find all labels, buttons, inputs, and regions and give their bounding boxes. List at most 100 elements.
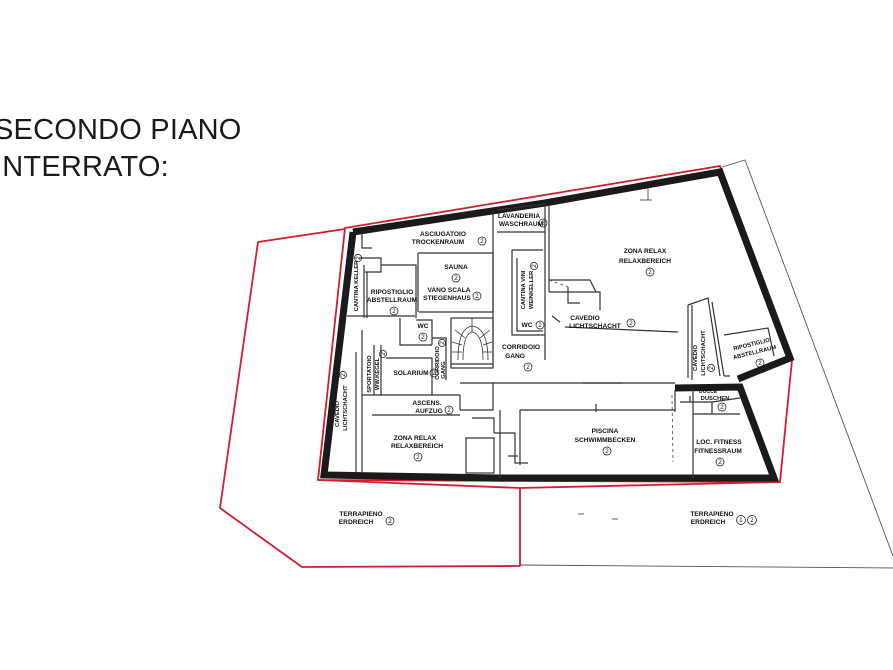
room-loc-fitness: LOC. FITNESS FITNESSRAUM 2 bbox=[694, 439, 742, 467]
room-label: CANTINA VINI bbox=[521, 270, 527, 309]
room-number: 2 bbox=[480, 238, 484, 245]
room-label: VANO SCALA bbox=[427, 287, 470, 294]
stair-treads bbox=[451, 318, 493, 361]
room-label: ZONA RELAX bbox=[624, 248, 667, 255]
room-number: 1 bbox=[739, 517, 743, 524]
room-label: CANTINA KELLER bbox=[354, 260, 360, 311]
room-label: ASCENS. bbox=[412, 400, 441, 407]
room-label: SAUNA bbox=[444, 264, 468, 271]
room-corridoio-main: CORRIDOIO GANG 2 bbox=[502, 344, 540, 372]
room-cavedio-left: CAVEDIO LICHTSCHACHT 2 bbox=[335, 371, 349, 431]
room-asciugatoio: ASCIUGATOIO TROCKENRAUM 2 bbox=[412, 231, 487, 246]
area-terrapieno-left: TERRAPIENO ERDREICH 2 bbox=[339, 511, 395, 526]
room-label: LICHTSCHACHT bbox=[569, 323, 621, 330]
room-label: STIEGENHAUS bbox=[423, 295, 471, 302]
room-number: 2 bbox=[541, 220, 545, 227]
room-label: AUFZUG bbox=[415, 408, 442, 415]
room-number: 2 bbox=[454, 275, 458, 282]
room-number: 2 bbox=[421, 334, 425, 341]
room-cantina-left: CANTINA KELLER 2 bbox=[354, 254, 362, 311]
interior-walls bbox=[347, 203, 775, 478]
room-number: 2 bbox=[416, 454, 420, 461]
room-number: 2 bbox=[605, 448, 609, 455]
room-number: 2 bbox=[340, 373, 347, 377]
room-number: 2 bbox=[439, 341, 446, 345]
room-label: PISCINA bbox=[592, 428, 619, 435]
room-label: WC bbox=[418, 323, 429, 330]
room-number: 2 bbox=[388, 518, 392, 525]
room-label: WC bbox=[522, 322, 533, 329]
room-number: 2 bbox=[355, 256, 362, 260]
room-cavedio-right: CAVEDIO LICHTSCHACHT 2 bbox=[693, 330, 715, 376]
room-number: 2 bbox=[758, 360, 762, 367]
room-label: ZONA RELAX bbox=[394, 435, 437, 442]
room-label: LOC. FITNESS bbox=[696, 439, 742, 446]
room-number: 2 bbox=[708, 366, 715, 370]
room-solarium: SOLARIUM 2 bbox=[393, 368, 439, 378]
room-piscina: PISCINA SCHWIMMBECKEN 2 bbox=[575, 428, 636, 456]
room-label: ASCIUGATOIO bbox=[420, 231, 466, 238]
room-sportatoio: SPORTATOIO WW.KEGEL 2 bbox=[367, 350, 387, 393]
room-number: 2 bbox=[538, 322, 542, 329]
room-label: WW.KEGEL bbox=[375, 357, 381, 390]
room-label: LICHTSCHACHT bbox=[343, 385, 349, 431]
room-label: WASCHRAUM bbox=[499, 221, 544, 228]
plan-marks bbox=[578, 188, 652, 520]
room-label: CORRIDOIO bbox=[435, 346, 441, 380]
room-number: 2 bbox=[475, 293, 479, 300]
room-label: DOCCE bbox=[699, 389, 718, 395]
room-number: 2 bbox=[750, 517, 754, 524]
room-number: 2 bbox=[629, 320, 633, 327]
room-label: SPORTATOIO bbox=[367, 355, 373, 393]
room-label: WEINKELLER bbox=[529, 270, 535, 309]
room-wc-left: WC 2 bbox=[418, 323, 429, 342]
room-label: RELAXBEREICH bbox=[391, 443, 443, 450]
room-number: 2 bbox=[720, 404, 724, 411]
room-label: CAVEDIO bbox=[693, 345, 699, 371]
room-wc-right: WC 2 bbox=[522, 320, 545, 330]
room-number: 2 bbox=[526, 364, 530, 371]
room-label: FITNESSRAUM bbox=[694, 448, 742, 455]
title-line-1: SECONDO PIANO bbox=[0, 114, 242, 146]
room-ripostiglio-left: RIPOSTIGLIO ABSTELLRAUM 2 bbox=[367, 289, 418, 316]
exterior-walls bbox=[320, 168, 795, 482]
room-cavedio-mid: CAVEDIO LICHTSCHACHT 2 bbox=[569, 315, 636, 330]
room-number: 2 bbox=[718, 459, 722, 466]
room-label: RIPOSTIGLIO bbox=[371, 289, 414, 296]
room-vano-scala: VANO SCALA STIEGENHAUS 2 bbox=[423, 287, 482, 302]
room-corridoio-small: CORRIDOIO GANG 2 bbox=[435, 339, 447, 380]
room-label: ERDREICH bbox=[339, 519, 374, 526]
room-label: RELAXBEREICH bbox=[619, 258, 671, 265]
room-label: GANG bbox=[441, 361, 447, 379]
page-title: SECONDO PIANO INTERRATO: bbox=[0, 112, 242, 186]
room-label: LICHTSCHACHT bbox=[701, 330, 707, 376]
room-label: CAVEDIO bbox=[335, 401, 341, 427]
room-number: 2 bbox=[531, 264, 538, 268]
room-zona-relax-top: ZONA RELAX RELAXBEREICH 2 bbox=[619, 248, 671, 277]
room-number: 2 bbox=[648, 269, 652, 276]
room-number: 2 bbox=[432, 370, 436, 377]
room-ascensore: ASCENS. AUFZUG 2 bbox=[412, 400, 454, 415]
room-label: ERDREICH bbox=[691, 519, 726, 526]
room-label: TROCKENRAUM bbox=[412, 239, 465, 246]
room-label: TERRAPIENO bbox=[339, 511, 382, 518]
room-label: GANG bbox=[505, 353, 525, 360]
room-label: TERRAPIENO bbox=[690, 511, 733, 518]
room-zona-relax-bottom: ZONA RELAX RELAXBEREICH 2 bbox=[391, 435, 443, 462]
room-cantina-vini: CANTINA VINI WEINKELLER 2 bbox=[521, 262, 538, 309]
room-docce: DOCCE DUSCHEN 2 bbox=[699, 389, 729, 412]
area-terrapieno-right: TERRAPIENO ERDREICH 1 2 bbox=[690, 511, 757, 526]
room-number: 2 bbox=[447, 407, 451, 414]
room-label: SCHWIMMBECKEN bbox=[575, 437, 636, 444]
dashed-lines bbox=[548, 279, 674, 463]
room-sauna: SAUNA 2 bbox=[444, 264, 468, 283]
title-line-2: INTERRATO: bbox=[0, 151, 169, 183]
room-label: CAVEDIO bbox=[570, 315, 600, 322]
room-number: 2 bbox=[392, 308, 396, 315]
room-label: ABSTELLRAUM bbox=[367, 297, 418, 304]
room-lavanderia: LAVANDERIA WASCHRAUM 2 bbox=[498, 213, 548, 228]
room-label: SOLARIUM bbox=[393, 370, 429, 377]
room-label: LAVANDERIA bbox=[498, 213, 540, 220]
room-number: 2 bbox=[380, 352, 387, 356]
